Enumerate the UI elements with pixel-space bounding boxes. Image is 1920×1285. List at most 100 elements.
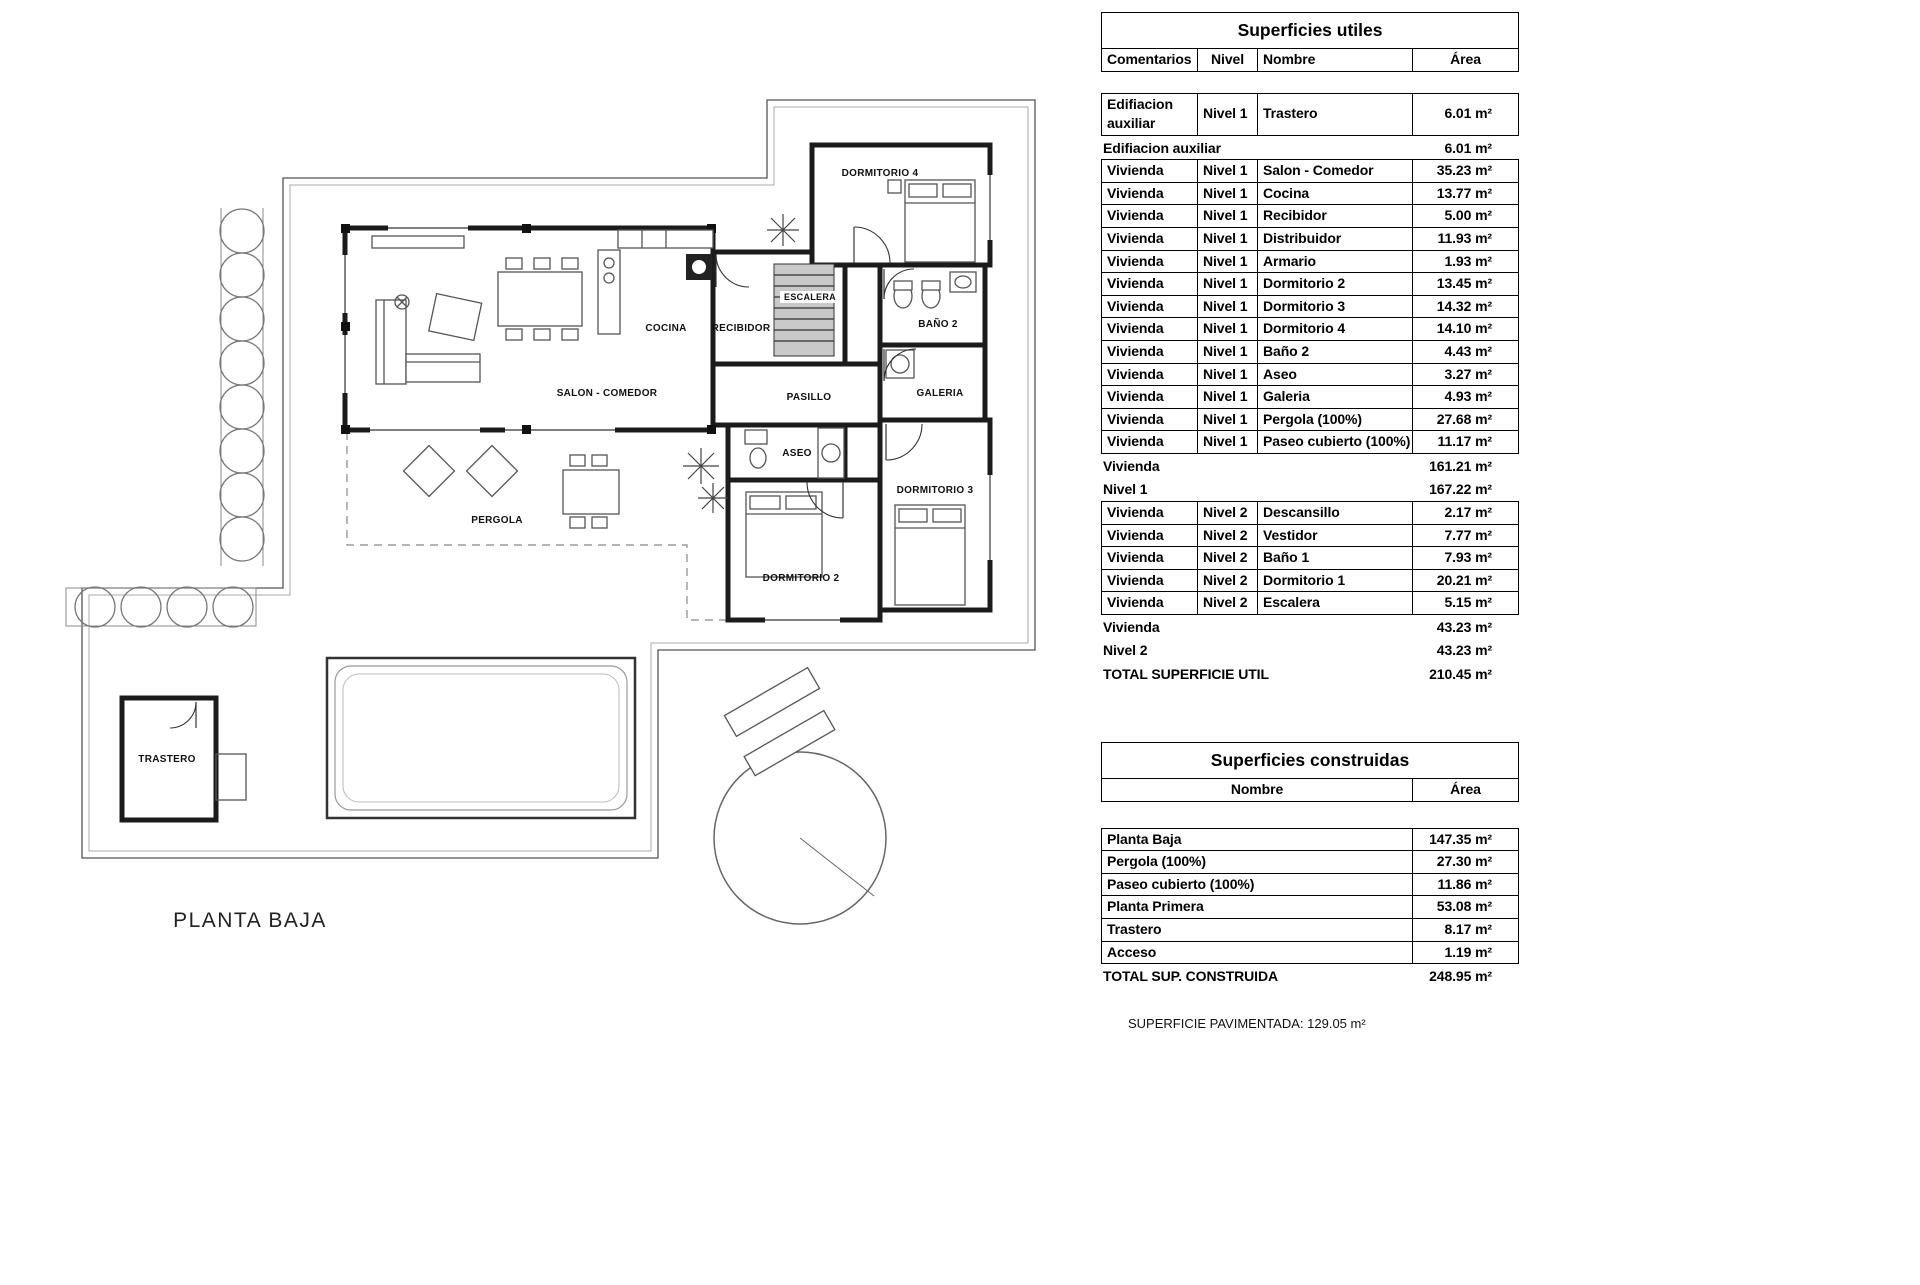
cell-nombre: Cocina — [1257, 181, 1413, 206]
room-label-galeria: GALERIA — [916, 388, 963, 399]
summary-area: 6.01 m² — [1444, 139, 1492, 156]
col-header-nombre-2: Nombre — [1101, 778, 1413, 802]
cell-nivel: Nivel 1 — [1197, 204, 1258, 229]
cell-nombre: Salon - Comedor — [1257, 159, 1413, 183]
cell-area: 147.35 m² — [1412, 827, 1519, 852]
cell-area: 14.32 m² — [1412, 294, 1519, 319]
cell-nivel: Nivel 2 — [1197, 591, 1258, 615]
cell-nombre: Baño 2 — [1257, 340, 1413, 364]
paved-surface-note: SUPERFICIE PAVIMENTADA: 129.05 m² — [1128, 1016, 1366, 1031]
cell-comentarios: Vivienda — [1101, 159, 1198, 183]
salon-furniture — [371, 235, 583, 385]
cell-area: 35.23 m² — [1412, 159, 1519, 183]
cell-nivel: Nivel 1 — [1197, 362, 1258, 387]
room-label-pergola: PERGOLA — [471, 515, 523, 526]
room-label-dormitorio-2: DORMITORIO 2 — [763, 573, 840, 584]
cell-area: 4.43 m² — [1412, 340, 1519, 364]
cell-nombre: Dormitorio 3 — [1257, 294, 1413, 319]
cell-comentarios: Vivienda — [1101, 523, 1198, 548]
cell-comentarios: Vivienda — [1101, 272, 1198, 296]
cell-area: 3.27 m² — [1412, 362, 1519, 387]
tree-row-bottom — [65, 586, 257, 628]
room-label-escalera: ESCALERA — [784, 292, 836, 302]
wall-posts — [341, 224, 716, 434]
cell-comentarios: Vivienda — [1101, 362, 1198, 387]
cell-nivel: Nivel 1 — [1197, 294, 1258, 319]
cell-nivel: Nivel 1 — [1197, 227, 1258, 251]
cell-area: 14.10 m² — [1412, 317, 1519, 342]
cell-area: 53.08 m² — [1412, 895, 1519, 919]
cell-area: 11.17 m² — [1412, 430, 1519, 454]
cell-nivel: Nivel 1 — [1197, 385, 1258, 409]
cell-nivel: Nivel 1 — [1197, 340, 1258, 364]
summary-label: TOTAL SUPERFICIE UTIL — [1103, 665, 1269, 682]
cell-nombre: Trastero — [1101, 917, 1413, 942]
room-label-dormitorio-4: DORMITORIO 4 — [842, 168, 919, 179]
cell-nivel: Nivel 1 — [1197, 92, 1258, 136]
cell-area: 5.15 m² — [1412, 591, 1519, 615]
table-superficies-utiles: Superficies utiles Comentarios Nivel Nom… — [1100, 12, 1520, 686]
cell-area: 1.93 m² — [1412, 249, 1519, 274]
cell-nivel: Nivel 2 — [1197, 546, 1258, 570]
aseo-fixtures — [744, 427, 845, 479]
room-label-bano-2: BAÑO 2 — [918, 317, 958, 330]
summary-label: Vivienda — [1103, 618, 1160, 635]
cell-nombre: Paseo cubierto (100%) — [1257, 430, 1413, 454]
cell-nivel: Nivel 2 — [1197, 501, 1258, 525]
utiles-header: Superficies utiles Comentarios Nivel Nom… — [1100, 12, 1520, 72]
cell-area: 2.17 m² — [1412, 501, 1519, 525]
cell-area: 6.01 m² — [1412, 92, 1519, 136]
cell-area: 4.93 m² — [1412, 385, 1519, 409]
kitchen-furniture — [597, 229, 714, 335]
cell-nivel: Nivel 2 — [1197, 523, 1258, 548]
cell-comentarios: Vivienda — [1101, 249, 1198, 274]
cell-nombre: Aseo — [1257, 362, 1413, 387]
room-pasillo — [710, 361, 883, 428]
cell-nombre: Planta Primera — [1101, 895, 1413, 919]
pergola-outline — [346, 432, 728, 621]
cell-nombre: Acceso — [1101, 940, 1413, 965]
cell-nivel: Nivel 2 — [1197, 568, 1258, 593]
cell-nombre: Dormitorio 1 — [1257, 568, 1413, 593]
stairs — [773, 263, 842, 357]
room-label-pasillo: PASILLO — [787, 392, 832, 403]
cell-nombre: Vestidor — [1257, 523, 1413, 548]
cell-comentarios: Edifiacion auxiliar — [1101, 92, 1198, 136]
col-header-nivel: Nivel — [1197, 48, 1258, 72]
summary-label: Nivel 2 — [1103, 642, 1148, 659]
cell-area: 7.77 m² — [1412, 523, 1519, 548]
summary-label: Nivel 1 — [1103, 481, 1148, 498]
utiles-title: Superficies utiles — [1100, 12, 1520, 49]
pool — [325, 656, 637, 820]
trastero-building — [119, 695, 247, 823]
windows — [340, 175, 995, 625]
cell-area: 13.45 m² — [1412, 272, 1519, 296]
cell-area: 7.93 m² — [1412, 546, 1519, 570]
construidas-header: Superficies construidas Nombre Área — [1101, 742, 1519, 802]
cell-nivel: Nivel 1 — [1197, 430, 1258, 454]
cell-nivel: Nivel 1 — [1197, 159, 1258, 183]
cell-area: 27.30 m² — [1412, 850, 1519, 874]
table-row: Pergola (100%)27.30 m² — [1101, 850, 1519, 874]
